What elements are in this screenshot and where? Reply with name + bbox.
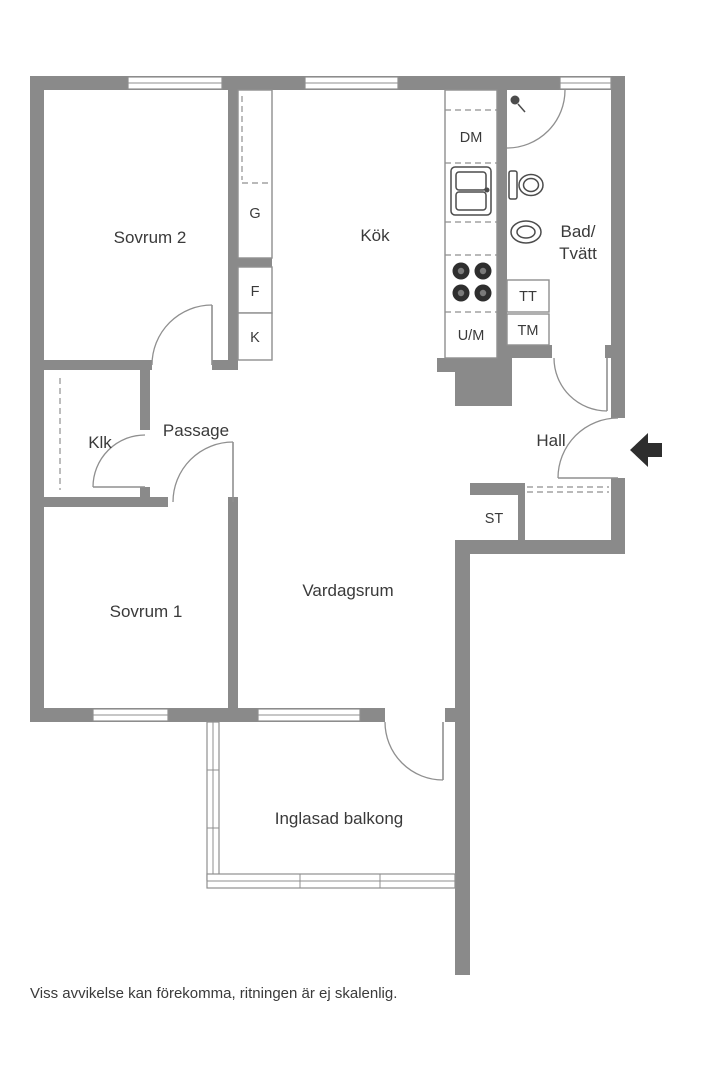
sink-faucet — [484, 187, 490, 193]
fridge-k-box — [237, 312, 273, 361]
shower-icon — [510, 95, 526, 113]
door-opening-balcony — [385, 708, 445, 722]
wall-bath-bottom-right — [605, 345, 611, 358]
wall-sovrum1-top — [44, 497, 168, 507]
stove-burner-center — [479, 267, 487, 275]
balcony-glazing — [206, 721, 456, 889]
wall-left — [30, 76, 44, 722]
washbasin-outer — [510, 220, 542, 244]
label-ugn-micro: U/M — [458, 328, 485, 344]
wall-bath-bottom-left — [507, 345, 552, 358]
shower-hose — [517, 103, 526, 113]
fixture-labels: G F K DM U/M TT TM ST — [249, 130, 538, 527]
wall-kitchen-bottom — [437, 358, 512, 372]
toilet-tank — [508, 170, 518, 200]
door-arc-sovrum2 — [151, 304, 213, 366]
room-label-bad: Bad/ — [561, 222, 596, 241]
fridge-f-box — [237, 266, 273, 314]
shower-head — [510, 95, 520, 105]
washbasin-icon — [510, 220, 542, 244]
wall-klk-right-lower — [140, 487, 150, 497]
wall-st-divider — [518, 483, 525, 540]
room-label-sovrum2: Sovrum 2 — [114, 228, 187, 247]
label-torktumlare: TT — [519, 289, 537, 305]
toilet-bowl — [518, 173, 544, 197]
wall-kitchen-bath — [497, 90, 507, 358]
entry-arrow-icon — [630, 433, 662, 467]
kitchen-counter — [444, 89, 498, 359]
exterior-walls — [30, 76, 625, 975]
room-label-tvatt: Tvätt — [559, 244, 597, 263]
sink-outline — [450, 166, 492, 216]
label-stad: ST — [485, 511, 504, 527]
closets — [237, 89, 273, 361]
wall-klk-right-upper — [140, 370, 150, 430]
door-arc-bad — [553, 357, 608, 412]
room-label-passage: Passage — [163, 421, 229, 440]
washer-tm-box — [506, 313, 550, 346]
closet-g-box — [237, 89, 273, 259]
doors — [92, 304, 619, 781]
storage-details — [59, 378, 609, 493]
wall-right-upper — [611, 76, 625, 418]
door-arc-sovrum1 — [172, 441, 234, 503]
door-arc-entry — [557, 417, 619, 479]
room-label-vardagsrum: Vardagsrum — [302, 581, 393, 600]
stove-icon — [452, 262, 492, 302]
room-label-hall: Hall — [536, 431, 565, 450]
room-labels: Sovrum 2 Kök Bad/ Tvätt Klk Passage Hall… — [88, 222, 597, 828]
wall-balcony-right — [455, 722, 470, 975]
stove-burner-center — [457, 289, 465, 297]
wall-sovrum2-closets — [228, 90, 238, 370]
wall-passage-top-right — [212, 360, 238, 370]
interior-walls — [44, 90, 611, 708]
room-label-kok: Kök — [360, 226, 390, 245]
stove-burner-center — [479, 289, 487, 297]
sink-bowl — [455, 191, 487, 211]
label-tvattmaskin: TM — [518, 323, 539, 339]
wall-livingroom-right — [455, 540, 470, 722]
label-kyl: K — [250, 330, 260, 346]
wall-hall-closet-top — [470, 483, 518, 495]
wall-kitchen-pier — [455, 372, 512, 406]
room-label-balkong: Inglasad balkong — [275, 809, 404, 828]
room-label-sovrum1: Sovrum 1 — [110, 602, 183, 621]
washbasin-inner — [516, 225, 536, 239]
shower-screen-arc — [506, 89, 566, 149]
counter-outline — [444, 89, 498, 359]
room-label-klk: Klk — [88, 433, 112, 452]
sink-icon — [450, 166, 492, 216]
windows — [92, 76, 612, 722]
stove-burner-center — [457, 267, 465, 275]
wall-sovrum1-livingroom — [228, 497, 238, 708]
label-diskmaskin: DM — [460, 130, 483, 146]
door-arc-klk — [92, 434, 146, 488]
wall-passage-top-left — [44, 360, 152, 370]
wall-g-f-divider — [238, 258, 272, 267]
label-frys: F — [251, 284, 260, 300]
bathroom-fixtures — [506, 89, 566, 346]
wall-right-lower — [611, 478, 625, 554]
toilet-bowl-inner — [522, 177, 540, 193]
dryer-tt-box — [506, 279, 550, 313]
toilet-icon — [508, 170, 544, 200]
disclaimer-text: Viss avvikelse kan förekomma, ritningen … — [30, 985, 397, 1002]
wall-hall-bottom — [455, 540, 625, 554]
label-garderob: G — [249, 206, 260, 222]
sink-bowl — [455, 171, 487, 191]
door-arc-balcony — [384, 721, 444, 781]
